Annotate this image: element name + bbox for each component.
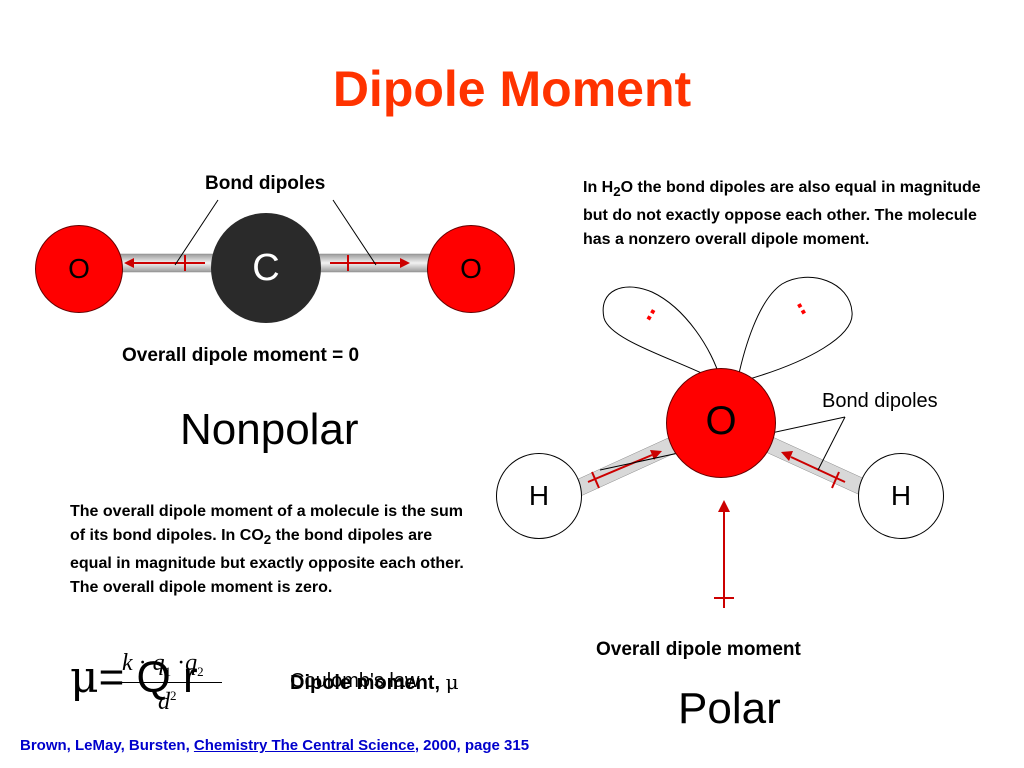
coulomb-denominator: d2	[158, 688, 177, 715]
h2o-hydrogen-left: H	[496, 453, 582, 539]
h2o-leader-1	[817, 416, 846, 471]
h2o-oxygen: O	[666, 368, 776, 478]
atom-label: C	[252, 246, 280, 289]
co2-leader-right	[332, 199, 377, 266]
atom-label: O	[68, 253, 90, 284]
co2-carbon: C	[211, 213, 321, 323]
atom-label: H	[528, 480, 550, 511]
h2o-classification: Polar	[678, 684, 781, 733]
h2o-hydrogen-right: H	[858, 453, 944, 539]
dipole-caption: Dipole moment, μ	[290, 670, 459, 694]
h2o-bond-dipoles-label: Bond dipoles	[822, 390, 938, 412]
atom-label: O	[705, 399, 737, 443]
h2o-explanation: In H2O the bond dipoles are also equal i…	[583, 179, 981, 249]
citation: Brown, LeMay, Bursten, Chemistry The Cen…	[20, 737, 530, 754]
page-title: Dipole Moment	[332, 61, 692, 117]
co2-oxygen-right: O	[427, 225, 515, 313]
co2-bond-dipoles-label: Bond dipoles	[205, 173, 326, 194]
h2o-overall-dipole-arrow	[714, 500, 734, 608]
h2o-lone-pair-lobe-left	[602, 286, 721, 379]
h2o-lone-pair-lobe-right	[737, 276, 853, 381]
co2-leader-left	[174, 199, 219, 266]
mu-symbol: μ	[70, 652, 99, 703]
co2-classification: Nonpolar	[180, 405, 359, 454]
co2-overall-label: Overall dipole moment = 0	[122, 345, 360, 366]
citation-book-link[interactable]: Chemistry The Central Science	[193, 737, 415, 754]
coulomb-numerator: k · q1 ·q2	[122, 650, 204, 679]
co2-dipole-arrow-left	[124, 255, 205, 271]
h2o-overall-label: Overall dipole moment	[596, 639, 801, 660]
coulomb-caption: Coulomb's law	[290, 670, 420, 692]
co2-oxygen-left: O	[35, 225, 123, 313]
atom-label: H	[890, 480, 912, 511]
h2o-dipole-arrow-left	[587, 450, 662, 489]
co2-explanation: The overall dipole moment of a molecule …	[70, 503, 464, 597]
dipole-formula: μ= Q r	[70, 652, 198, 703]
co2-dipole-arrow-right	[330, 255, 410, 271]
formula-eq: = Q r	[98, 653, 198, 702]
atom-label: O	[460, 253, 482, 284]
coulomb-fraction-bar	[120, 682, 222, 683]
